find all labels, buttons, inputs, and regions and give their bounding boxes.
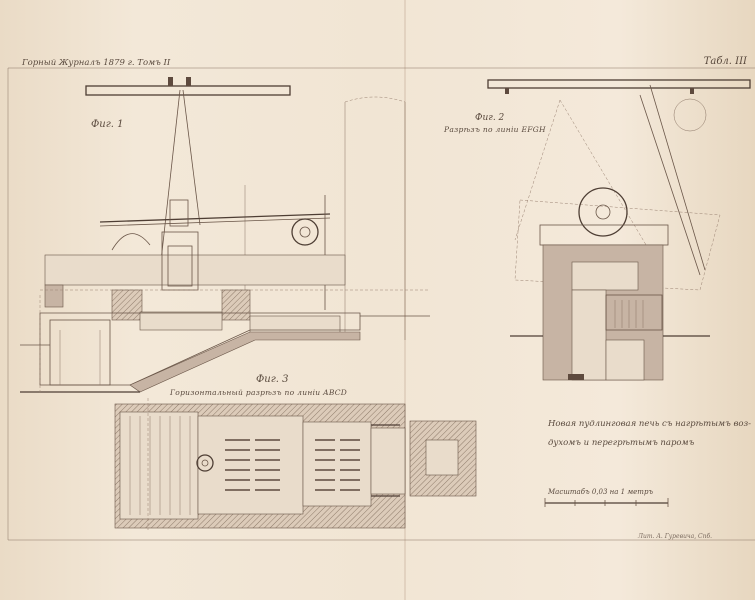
- figure-3-subtitle: Горизонтальный разрѣзъ по линіи ABCD: [170, 388, 348, 397]
- scale-label: Масштабъ 0,03 на 1 метръ: [548, 488, 654, 496]
- printer-credit: Лит. А. Гуревича, Спб.: [638, 533, 713, 540]
- figure-2-subtitle: Разрѣзъ по линіи EFGH: [444, 125, 546, 134]
- figure-1-label: Фиг. 1: [91, 119, 124, 130]
- scale-bar: [544, 498, 669, 507]
- frame-lines: [7, 67, 755, 541]
- journal-header: Горный Журналъ 1879 г. Томъ II: [22, 58, 171, 68]
- description-line-2: духомъ и перегрѣтымъ паромъ: [548, 438, 695, 448]
- figure-2-drawing: [487, 79, 751, 381]
- figure-2-label: Фиг. 2: [475, 113, 505, 123]
- figure-3-drawing: [114, 398, 477, 530]
- figure-1-drawing: [20, 77, 430, 395]
- figure-3-label: Фиг. 3: [256, 374, 289, 385]
- description-line-1: Новая пудлинговая печь съ нагрѣтымъ воз-: [548, 419, 752, 429]
- plate-number: Табл. III: [703, 56, 747, 67]
